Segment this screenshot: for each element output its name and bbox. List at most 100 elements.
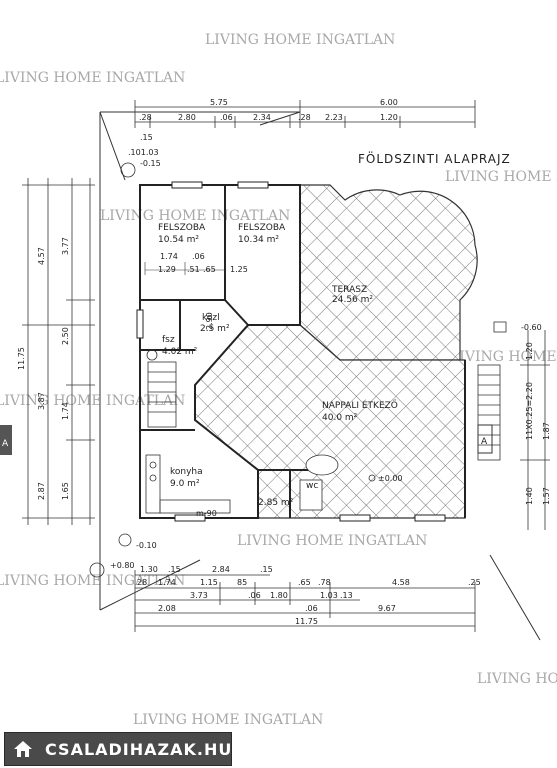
watermark: LIVING HOME INGATLAN xyxy=(237,533,427,549)
dimension-label: 1.74 xyxy=(158,578,176,587)
watermark: LIVING HOME INGATLAN xyxy=(100,208,290,224)
dimension-label: 11.75 xyxy=(17,347,26,370)
dimension-label: .101.03 xyxy=(128,148,159,157)
room-name: közl xyxy=(202,313,220,323)
dimension-label: .78 xyxy=(318,578,331,587)
dimension-label: 3.73 xyxy=(190,591,208,600)
level-marker-icon xyxy=(368,474,376,482)
windows xyxy=(136,181,446,522)
dimension-label: 11.75 xyxy=(295,617,318,626)
room-area: 10.34 m² xyxy=(238,235,279,245)
watermark: LIVING HOME INGATLAN xyxy=(450,349,557,365)
dimension-label: 1.15 xyxy=(200,578,218,587)
svg-text:A: A xyxy=(2,439,9,449)
dimension-label: .15 xyxy=(260,565,273,574)
room-area: 9.0 m² xyxy=(170,479,200,489)
dimension-label: 2.87 xyxy=(37,482,46,500)
dimension-label: .28 xyxy=(298,113,311,122)
room-name: TERASZ xyxy=(331,285,367,295)
dimension-label: .51 xyxy=(187,265,200,274)
dimension-label: 1.74 xyxy=(160,252,178,261)
dimension-label: 1.25 xyxy=(230,265,248,274)
dimension-label: 1.30 xyxy=(140,565,158,574)
dimension-label: 2.50 xyxy=(61,327,70,345)
room-area: 2.85 m² xyxy=(258,498,294,508)
dimension-label: .06 xyxy=(192,252,205,261)
level-marker-icon xyxy=(493,321,507,333)
dimension-label: 1.29 xyxy=(158,265,176,274)
level-marker-icon xyxy=(118,533,132,547)
plan-title: FÖLDSZINTI ALAPRAJZ xyxy=(358,150,511,166)
level-mark: -0.60 xyxy=(521,323,542,332)
watermark: LIVING HOME INGATLAN xyxy=(477,671,557,687)
dimension-label: 1.80 xyxy=(270,591,288,600)
watermark: LIVING HOME INGATLAN xyxy=(133,712,323,728)
dimension-label: 1.57 xyxy=(542,487,551,505)
room-name: FELSZOBA xyxy=(238,223,286,233)
dimension-label: .06 xyxy=(220,113,233,122)
dimension-label: 6.00 xyxy=(380,98,398,107)
dimension-label: 2.23 xyxy=(325,113,343,122)
dimension-label: 28 xyxy=(137,578,147,587)
dimension-label: 1.65 xyxy=(61,482,70,500)
dimension-label: .15 xyxy=(168,565,181,574)
left-dimensions xyxy=(22,178,95,525)
dimension-label: 4.57 xyxy=(37,247,46,265)
dimension-label: .13 xyxy=(340,591,353,600)
dimension-label: .15 xyxy=(140,133,153,142)
watermark: LIVING HOME INGATLAN xyxy=(0,70,185,86)
dimension-label: 11X0.25=2.20 xyxy=(525,382,534,440)
dimension-label: 1.40 xyxy=(525,487,534,505)
dimension-label: .06 xyxy=(248,591,261,600)
room-name: FELSZOBA xyxy=(158,223,206,233)
dimension-label: 1.03 xyxy=(320,591,338,600)
level-mark: -0.10 xyxy=(136,541,157,550)
level-mark: -0.15 xyxy=(140,159,161,168)
room-name: fsz xyxy=(162,335,175,345)
level-mark: ±0.00 xyxy=(378,474,403,483)
dimension-label: .65 xyxy=(298,578,311,587)
room-dimensions xyxy=(144,262,226,275)
dimension-label: .28 xyxy=(139,113,152,122)
logo-text: CSALADIHAZAK.HU xyxy=(45,740,233,759)
dimension-label: 3.87 xyxy=(37,392,46,410)
room-area: 2.5 m² xyxy=(200,324,230,334)
dimension-label: 2.90 xyxy=(205,312,214,330)
dimension-label: 85 xyxy=(237,578,247,587)
room-name: NAPPALI ÉTKEZŐ xyxy=(322,399,398,411)
watermark: LIVING HOME INGATLAN xyxy=(0,573,185,589)
terrace-area xyxy=(299,184,478,361)
level-marker-icon xyxy=(89,562,105,578)
watermark: LIVING HOME INGATLAN xyxy=(205,32,395,48)
dimension-label: 4.58 xyxy=(392,578,410,587)
house-icon xyxy=(14,741,32,757)
watermark: LIVING HOME INGATLAN xyxy=(445,169,557,185)
kitchen-counter xyxy=(145,454,231,514)
dimension-label: 9.67 xyxy=(378,604,396,613)
svg-text:A: A xyxy=(481,437,488,447)
dimension-label: 2.08 xyxy=(158,604,176,613)
dimension-label: .06 xyxy=(305,604,318,613)
dimension-label: 5.75 xyxy=(210,98,228,107)
basin-icon xyxy=(146,349,158,361)
level-marker-icon xyxy=(120,162,136,178)
staircase xyxy=(147,361,501,461)
dimension-label: .65 xyxy=(203,265,216,274)
right-dimensions xyxy=(520,330,550,530)
section-marker: A xyxy=(477,424,493,454)
room-area: 24.56 m² xyxy=(332,295,373,305)
room-area: 10.54 m² xyxy=(158,235,199,245)
site-logo: CSALADIHAZAK.HU xyxy=(4,732,232,766)
room-name: wc xyxy=(306,481,318,491)
stair-label: m-90 xyxy=(196,509,217,518)
wc-fixture xyxy=(299,454,339,511)
top-dimensions xyxy=(134,100,476,128)
dimension-label: 2.80 xyxy=(178,113,196,122)
bottom-dimensions xyxy=(134,570,476,632)
dimension-label: 1.20 xyxy=(525,342,534,360)
dimension-label: 1.74 xyxy=(61,402,70,420)
level-mark: +0.80 xyxy=(110,561,135,570)
room-area: 4.02 m² xyxy=(162,347,198,357)
dimension-label: 1.87 xyxy=(542,422,551,440)
